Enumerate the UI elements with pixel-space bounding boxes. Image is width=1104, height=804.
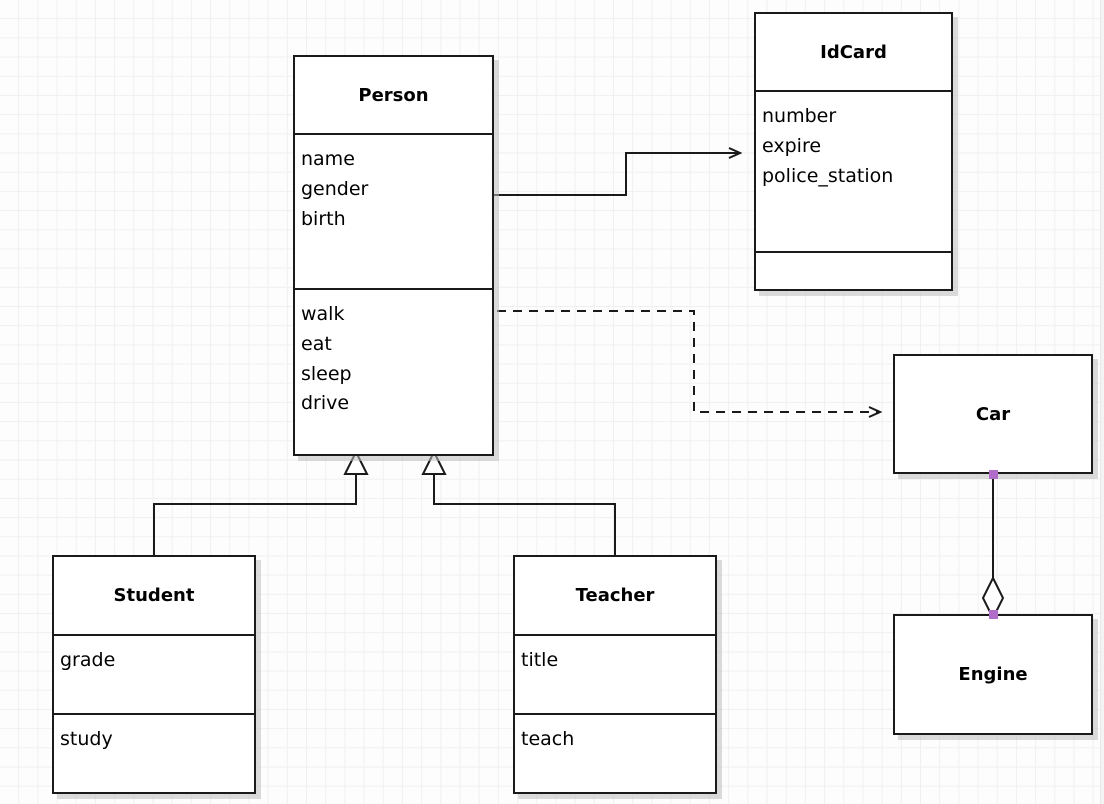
class-attributes-student: grade xyxy=(54,634,254,713)
attribute-item: name xyxy=(301,148,355,170)
edge-person-idcard[interactable] xyxy=(494,153,740,196)
attribute-item: police_station xyxy=(762,164,894,187)
edge-car-engine[interactable] xyxy=(981,474,1005,621)
connection-endpoint-engine[interactable] xyxy=(989,610,998,619)
class-title-car: Car xyxy=(975,403,1011,425)
class-title-teacher: Teacher xyxy=(575,585,655,606)
class-title-person: Person xyxy=(358,84,429,106)
class-methods-student: study xyxy=(54,713,254,792)
canvas-right-edge xyxy=(1100,0,1104,804)
class-box-student[interactable]: Student grade study xyxy=(52,555,256,794)
class-box-engine[interactable]: Engine xyxy=(893,614,1093,735)
method-item: teach xyxy=(521,728,575,750)
class-attributes-person: name gender birth xyxy=(295,133,492,288)
class-attributes-teacher: title xyxy=(515,634,715,713)
method-item: walk xyxy=(301,303,345,325)
edge-person-car[interactable] xyxy=(497,310,880,412)
attribute-item: gender xyxy=(301,177,369,200)
attribute-item: birth xyxy=(301,207,346,230)
attribute-item: number xyxy=(762,105,837,127)
class-box-idcard[interactable]: IdCard number expire police_station xyxy=(754,12,953,291)
class-title-engine: Engine xyxy=(958,664,1028,685)
attribute-item: grade xyxy=(60,649,116,671)
class-methods-idcard xyxy=(756,251,951,289)
class-box-teacher[interactable]: Teacher title teach xyxy=(513,555,717,794)
connection-endpoint-car[interactable] xyxy=(989,470,998,479)
method-item: study xyxy=(60,728,113,750)
edge-student-person[interactable] xyxy=(153,449,369,555)
class-box-person[interactable]: Person name gender birth walk eat sleep … xyxy=(293,55,494,456)
attribute-item: expire xyxy=(762,134,822,157)
edge-teacher-person[interactable] xyxy=(421,449,616,555)
class-methods-person: walk eat sleep drive xyxy=(295,288,492,454)
class-title-idcard: IdCard xyxy=(820,41,887,63)
method-item: eat xyxy=(301,332,332,355)
class-attributes-idcard: number expire police_station xyxy=(756,90,951,251)
class-box-car[interactable]: Car xyxy=(893,354,1093,474)
class-title-student: Student xyxy=(113,585,195,606)
attribute-item: title xyxy=(521,649,559,671)
method-item: sleep xyxy=(301,362,352,385)
method-item: drive xyxy=(301,392,350,415)
class-methods-teacher: teach xyxy=(515,713,715,792)
